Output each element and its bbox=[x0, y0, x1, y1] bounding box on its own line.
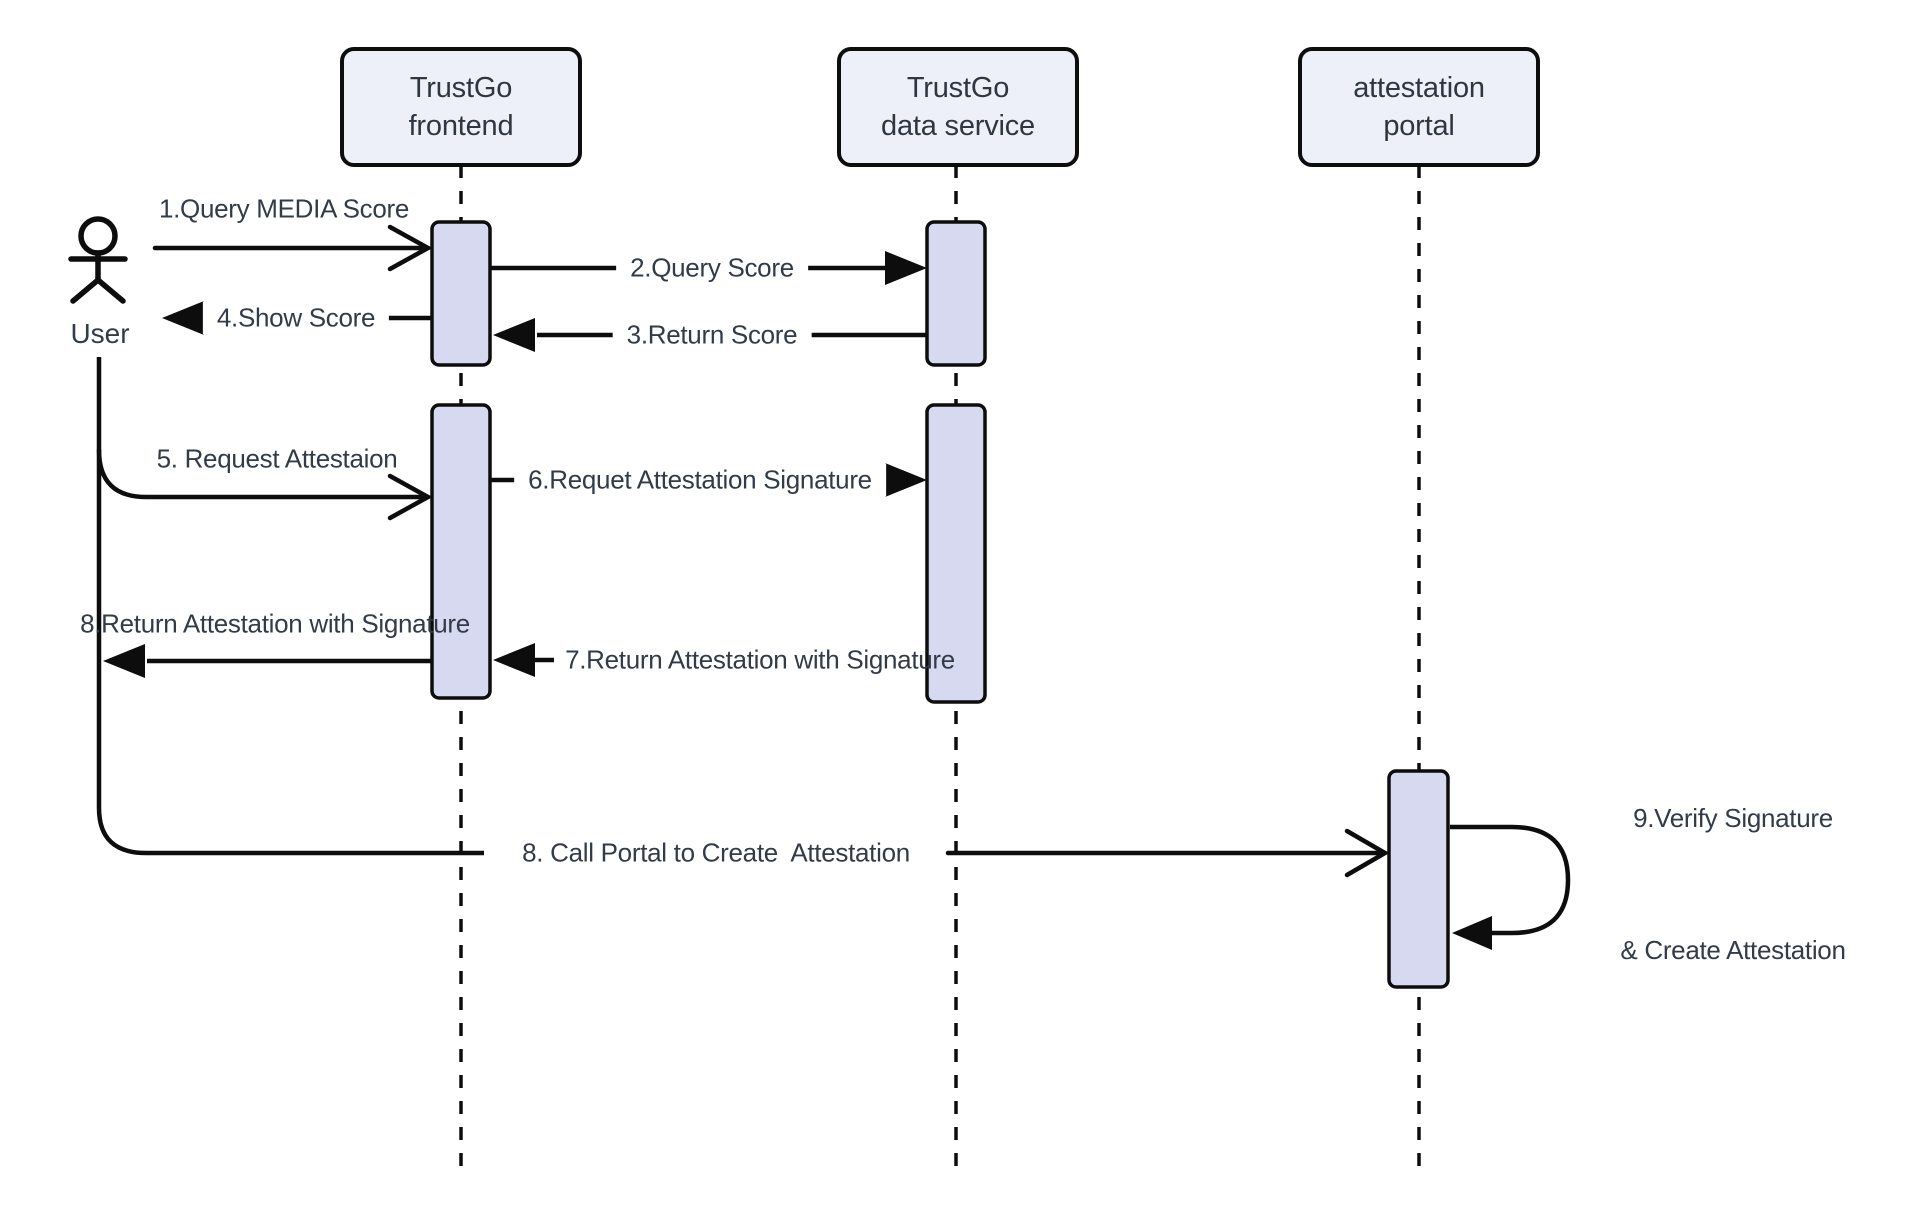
participant-portal-line1: attestation bbox=[1353, 72, 1485, 104]
filled-arrowhead bbox=[493, 318, 535, 352]
filled-arrowhead bbox=[885, 251, 927, 285]
message-8-return-arrow bbox=[103, 644, 432, 678]
user-lifeline bbox=[96, 357, 484, 856]
message-8-call-arrow bbox=[945, 828, 1390, 878]
participant-label-data-service: TrustGo data service bbox=[839, 49, 1077, 165]
portal-box bbox=[1298, 47, 1540, 167]
data-service-activation-1 bbox=[925, 220, 987, 367]
participant-portal-line2: portal bbox=[1383, 110, 1455, 142]
open-arrowhead bbox=[387, 473, 433, 521]
message-8-return-label: 8.Return Attestation with Signature bbox=[80, 608, 470, 639]
message-6-label: 6.Requet Attestation Signature bbox=[514, 463, 886, 497]
message-4-label: 4.Show Score bbox=[202, 301, 390, 335]
actor-label-user: User bbox=[70, 318, 130, 349]
participant-frontend-line1: TrustGo bbox=[409, 72, 513, 104]
data-service-box bbox=[837, 47, 1079, 167]
open-arrowhead bbox=[387, 224, 433, 272]
open-arrowhead bbox=[1344, 828, 1390, 878]
message-7-label: 7.Return Attestation with Signature bbox=[565, 644, 955, 675]
participant-label-portal: attestation portal bbox=[1300, 49, 1538, 165]
actor-head bbox=[78, 216, 118, 256]
frontend-box bbox=[340, 47, 582, 167]
participant-frontend-line2: frontend bbox=[408, 110, 514, 142]
message-3-label: 3.Return Score bbox=[612, 318, 812, 352]
message-9-label-line2: & Create Attestation bbox=[1620, 935, 1846, 965]
filled-arrowhead bbox=[493, 643, 535, 677]
actor-leg-left bbox=[70, 277, 101, 304]
message-7-arrow bbox=[493, 643, 554, 677]
frontend-activation-2 bbox=[430, 403, 492, 700]
filled-arrowhead bbox=[162, 301, 204, 335]
message-9-self-loop bbox=[1450, 824, 1571, 950]
filled-arrowhead bbox=[1452, 916, 1492, 950]
data-service-activation-2 bbox=[925, 403, 987, 704]
filled-arrowhead bbox=[885, 463, 927, 497]
user-actor-icon bbox=[68, 216, 128, 304]
participant-data-service-line1: TrustGo bbox=[906, 72, 1010, 104]
message-2-label: 2.Query Score bbox=[616, 251, 808, 285]
message-1-label: 1.Query MEDIA Score bbox=[158, 193, 410, 224]
actor-leg-right bbox=[95, 277, 126, 304]
message-9-label: 9.Verify Signature & Create Attestation bbox=[1620, 708, 1846, 1060]
message-8-call-label: 8. Call Portal to Create Attestation bbox=[522, 837, 910, 868]
message-5-arrow bbox=[96, 447, 433, 521]
message-5-label: 5. Request Attestaion bbox=[156, 443, 398, 474]
participant-label-frontend: TrustGo frontend bbox=[342, 49, 580, 165]
portal-activation bbox=[1387, 769, 1450, 989]
message-9-label-line1: 9.Verify Signature bbox=[1633, 803, 1833, 833]
message-1-arrow bbox=[152, 224, 433, 272]
filled-arrowhead bbox=[103, 644, 145, 678]
frontend-activation-1 bbox=[430, 220, 492, 367]
participant-data-service-line2: data service bbox=[881, 110, 1035, 142]
